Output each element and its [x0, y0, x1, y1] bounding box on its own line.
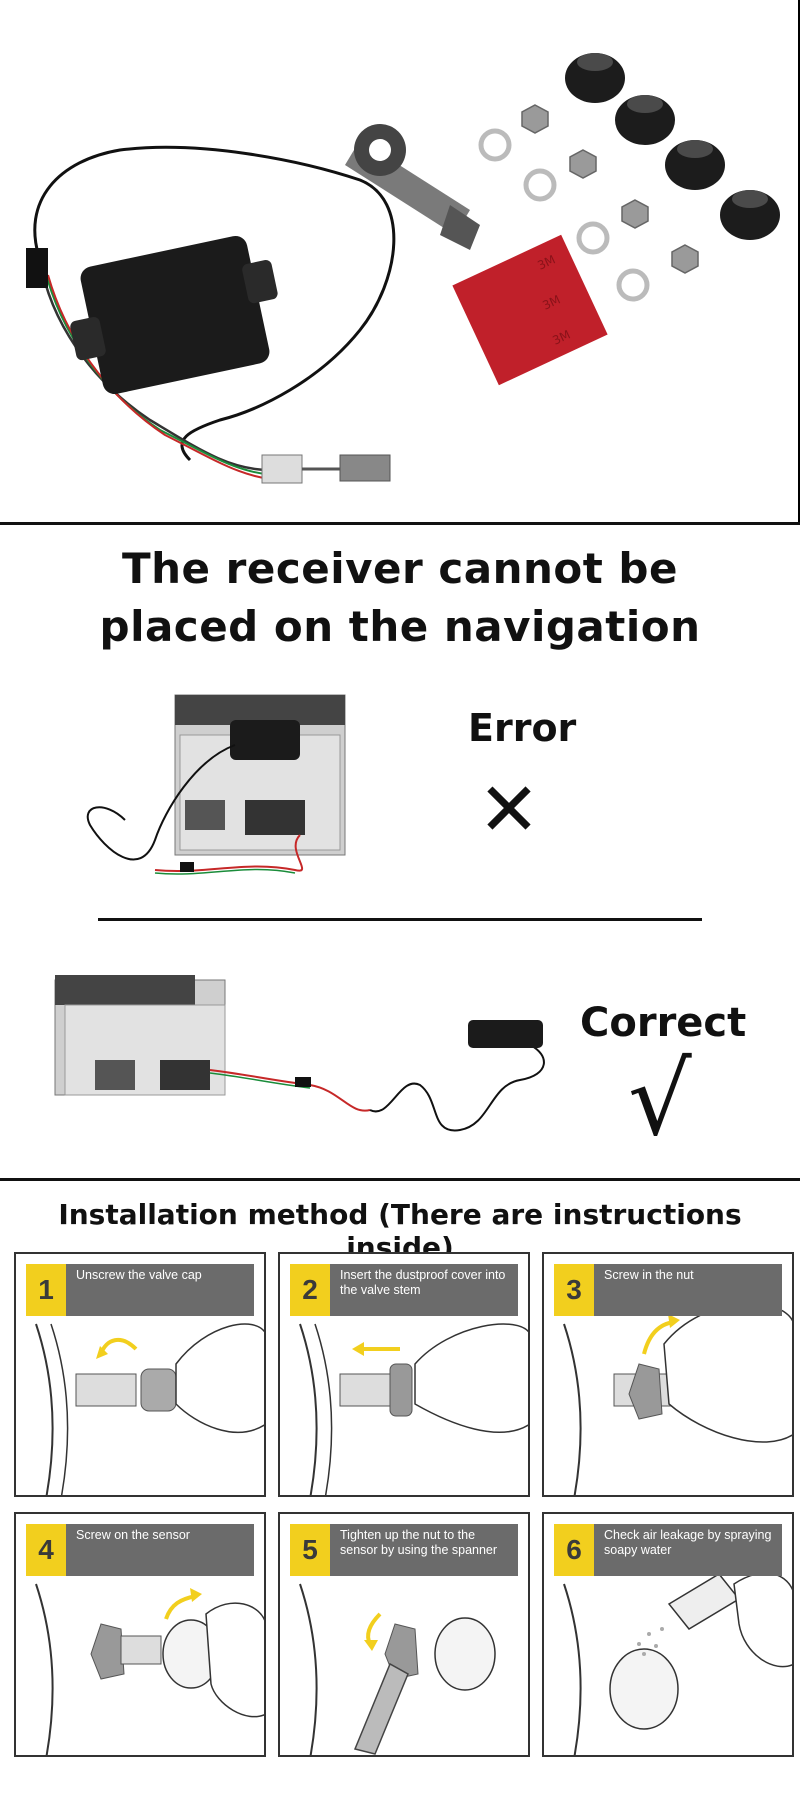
step-1-number: 1	[26, 1264, 66, 1316]
washers	[478, 128, 650, 302]
receiver-on-navigation	[230, 720, 300, 760]
correct-placement-illustration	[54, 975, 545, 1132]
step-4-illustration	[35, 1583, 264, 1755]
installation-step-6: 6 Check air leakage by spraying soapy wa…	[542, 1512, 794, 1757]
step-3-text: Screw in the nut	[604, 1268, 694, 1282]
tape-label-1: 3M	[535, 252, 557, 272]
installation-step-4: 4 Screw on the sensor	[14, 1512, 266, 1757]
tire-sensors	[565, 53, 780, 240]
installation-step-3: 3 Screw in the nut	[542, 1252, 794, 1497]
connector-plug	[26, 248, 48, 288]
error-mark: ✕	[478, 767, 541, 853]
spanner-tool	[345, 124, 480, 250]
correct-mark: √	[628, 1041, 692, 1158]
step-6-illustration	[563, 1572, 792, 1755]
step-5-number: 5	[290, 1524, 330, 1576]
package-contents-illustration: 3M 3M 3M	[26, 53, 780, 484]
step-2-number: 2	[290, 1264, 330, 1316]
step-2-illustration	[299, 1323, 528, 1495]
installation-step-2: 2 Insert the dustproof cover into the va…	[278, 1252, 530, 1497]
section-divider-top	[0, 522, 800, 525]
3m-adhesive-tape: 3M 3M 3M	[452, 234, 608, 386]
step-2-text: Insert the dustproof cover into the valv…	[340, 1268, 506, 1297]
receiver-box	[70, 235, 278, 395]
nuts	[521, 104, 699, 274]
step-5-text: Tighten up the nut to the sensor by usin…	[340, 1528, 498, 1557]
step-6-number: 6	[554, 1524, 594, 1576]
receiver-away-from-navigation	[468, 1020, 543, 1048]
error-placement-illustration	[86, 694, 346, 875]
tape-label-3: 3M	[550, 327, 572, 347]
correct-label: Correct	[580, 1000, 747, 1046]
cable	[33, 145, 396, 462]
tape-label-2: 3M	[540, 292, 562, 312]
step-1-illustration	[35, 1323, 264, 1495]
section-divider-bottom	[0, 1178, 800, 1181]
installation-step-5: 5 Tighten up the nut to the sensor by us…	[278, 1512, 530, 1757]
step-4-number: 4	[26, 1524, 66, 1576]
step-5-illustration	[299, 1583, 496, 1755]
cable-red-wire	[47, 274, 286, 481]
cable-green-wire	[44, 269, 281, 476]
connector-socket	[339, 454, 391, 482]
spray-bottle	[667, 1573, 741, 1630]
step-6-text: Check air leakage by spraying soapy wate…	[604, 1528, 772, 1557]
installation-step-1: 1 Unscrew the valve cap	[14, 1252, 266, 1497]
error-correct-separator	[98, 918, 702, 921]
spanner-in-use	[353, 1662, 409, 1755]
warning-headline-line1: The receiver cannot be	[122, 544, 678, 593]
step-3-number: 3	[554, 1264, 594, 1316]
package-contents-section: 3M 3M 3M	[0, 0, 800, 523]
error-label: Error	[468, 706, 577, 750]
step-1-text: Unscrew the valve cap	[76, 1268, 202, 1282]
warning-headline-line2: placed on the navigation	[99, 602, 701, 651]
step-4-text: Screw on the sensor	[76, 1528, 190, 1542]
